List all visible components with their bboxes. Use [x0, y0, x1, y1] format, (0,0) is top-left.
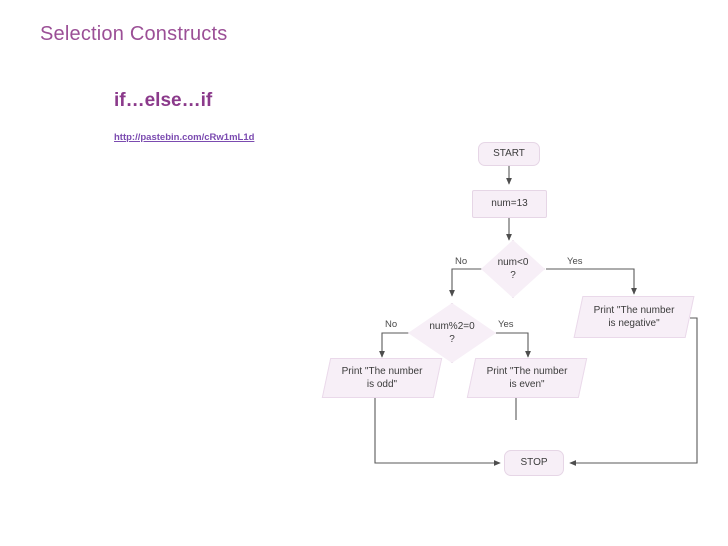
node-decision-even-label: num%2=0 ?: [429, 321, 475, 345]
node-print-odd-label: Print "The number is odd": [341, 365, 423, 391]
edge-label-negative-no: No: [455, 256, 468, 267]
node-print-even[interactable]: Print "The number is even": [466, 358, 588, 398]
node-print-negative-label: Print "The number is negative": [593, 304, 675, 330]
node-stop[interactable]: STOP: [504, 450, 564, 476]
edge-decneg-no: [449, 268, 483, 297]
edge-deceven-yes: [496, 332, 531, 358]
node-stop-label: STOP: [520, 456, 548, 468]
node-start-label: START: [493, 147, 525, 159]
node-print-even-label: Print "The number is even": [486, 365, 568, 391]
node-decision-even[interactable]: num%2=0 ?: [408, 303, 496, 363]
node-print-odd[interactable]: Print "The number is odd": [321, 358, 443, 398]
node-print-negative[interactable]: Print "The number is negative": [573, 296, 695, 338]
edge-decneg-yes: [546, 268, 637, 295]
edge-deceven-no: [379, 332, 410, 358]
slide-subtitle: if…else…if: [114, 90, 213, 111]
node-decision-negative[interactable]: num<0 ?: [481, 240, 545, 298]
edge-label-even-no: No: [385, 319, 398, 330]
node-assign[interactable]: num=13: [472, 190, 547, 218]
page-title: Selection Constructs: [40, 23, 228, 45]
pastebin-link[interactable]: http://pastebin.com/cRw1mL1d: [114, 132, 255, 143]
edge-printodd-to-stop: [374, 397, 501, 466]
node-decision-negative-label: num<0 ?: [497, 257, 529, 281]
node-assign-label: num=13: [491, 197, 528, 209]
edge-label-even-yes: Yes: [498, 319, 514, 330]
edge-printneg-to-stop: [569, 317, 698, 466]
node-start[interactable]: START: [478, 142, 540, 166]
edge-label-negative-yes: Yes: [567, 256, 583, 267]
